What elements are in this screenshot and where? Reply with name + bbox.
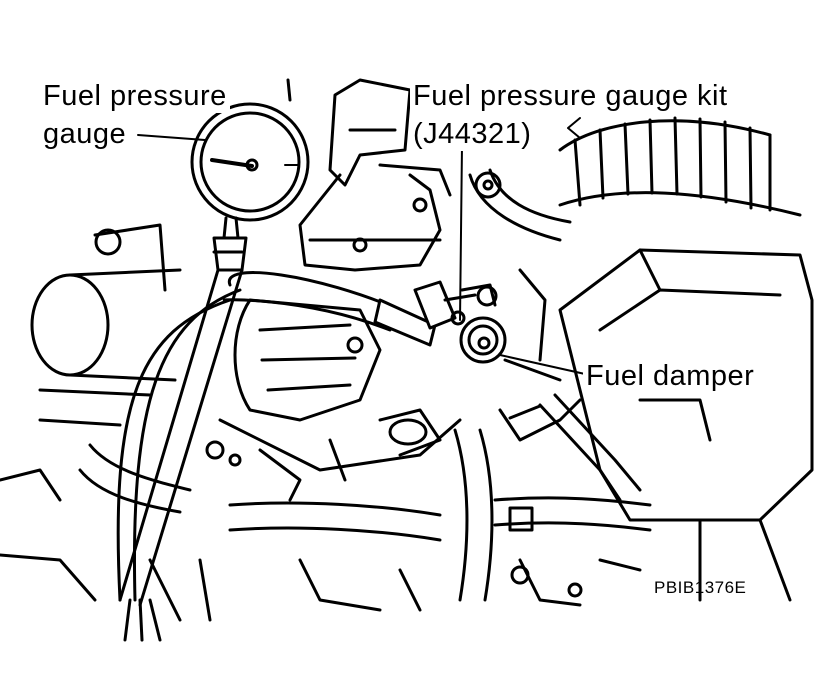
return-hose (468, 168, 572, 242)
label-fuel-damper: Fuel damper (583, 360, 758, 393)
leader-lines (137, 117, 586, 375)
gauge-hose (118, 268, 244, 642)
lower-engine-parts (0, 268, 642, 622)
engine-block (205, 298, 462, 502)
connecting-hose (116, 271, 437, 602)
leader-gauge-kit-arrow (567, 117, 581, 139)
fuel-pressure-gauge (190, 102, 310, 272)
fuel-damper-part (459, 316, 507, 364)
label-gauge-kit-line1: Fuel pressure gauge kit (410, 80, 731, 113)
lower-hoses (228, 393, 652, 602)
intake-duct (558, 116, 802, 217)
figure-code: PBIB1376E (654, 578, 747, 597)
leader-fuel-damper (499, 354, 586, 375)
air-box (558, 248, 814, 602)
leader-fuel-pressure-gauge (137, 134, 206, 141)
upper-bracket (286, 78, 452, 272)
label-gauge-kit-line2: (J44321) (410, 118, 535, 151)
leader-gauge-kit (459, 144, 463, 321)
throttle-body (30, 223, 192, 514)
label-fuel-pressure-gauge-line1: Fuel pressure (40, 80, 230, 113)
label-fuel-pressure-gauge-line2: gauge (40, 118, 130, 151)
